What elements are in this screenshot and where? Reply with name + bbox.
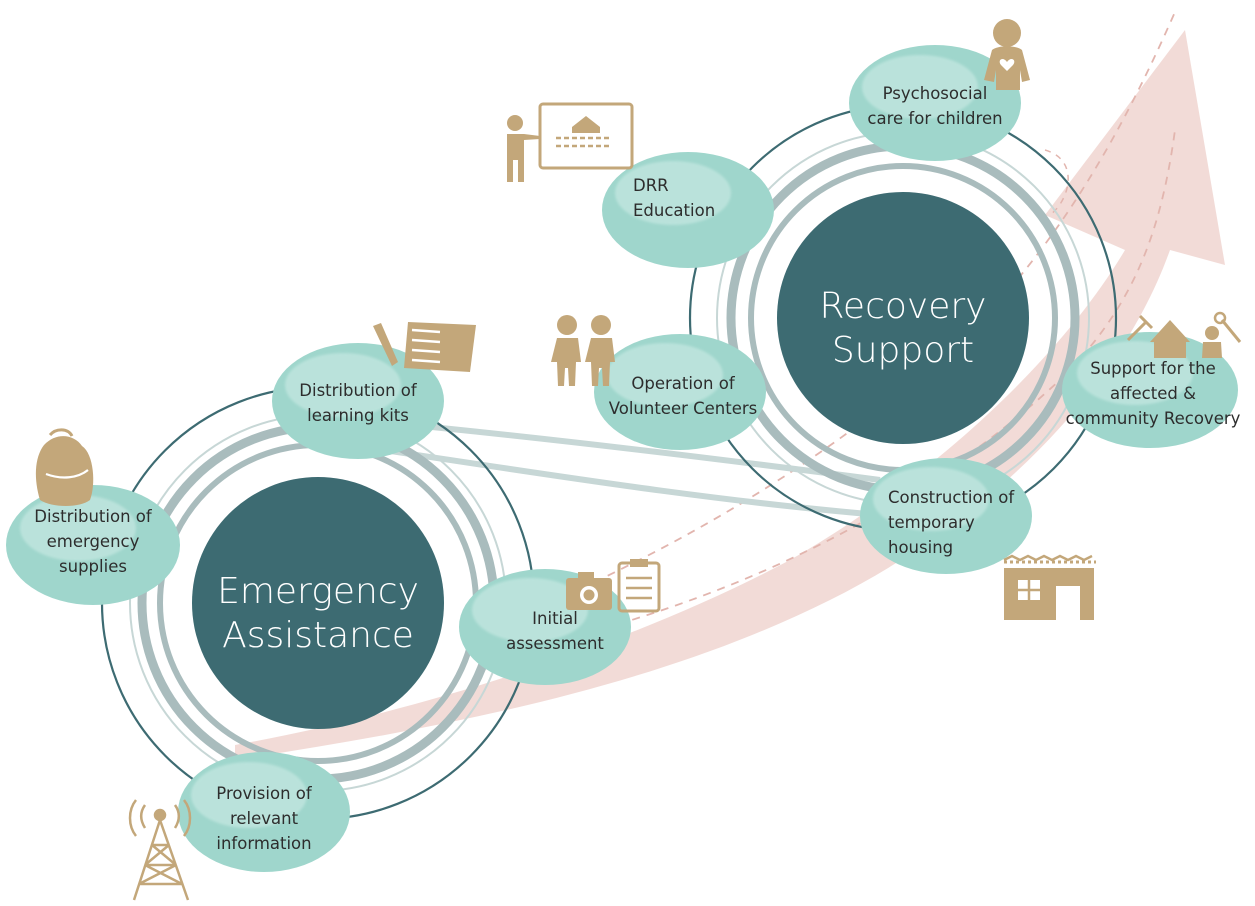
learning-kits-label-line: learning kits xyxy=(307,405,409,425)
drr-education-label-line: DRR xyxy=(633,176,669,195)
initial-assessment-label: Initial assessment xyxy=(485,607,625,657)
teacher-board-icon xyxy=(507,102,634,182)
psychosocial-care-label: Psychosocial care for children xyxy=(855,82,1015,132)
backpack-icon xyxy=(35,428,94,506)
node-emergency-supplies[interactable] xyxy=(6,485,180,605)
volunteer-centers-label: Operation of Volunteer Centers xyxy=(598,372,768,422)
relevant-information-label-line: information xyxy=(216,833,312,853)
psychosocial-care-label-line: Psychosocial xyxy=(882,84,988,103)
child-heart-icon xyxy=(984,19,1030,90)
emergency-hub-label-line: Assistance xyxy=(222,614,414,656)
notebook-pencil-icon xyxy=(373,322,476,372)
house-tools-icon xyxy=(1126,311,1242,358)
community-recovery-label-line: Support for the xyxy=(1090,359,1216,378)
radio-tower-icon xyxy=(128,799,192,901)
node-psychosocial-care[interactable] xyxy=(849,45,1021,161)
emergency-hub-label: Emergency Assistance xyxy=(193,570,443,658)
learning-kits-label: Distribution of learning kits xyxy=(278,379,438,429)
temporary-housing-label-line: temporary xyxy=(888,512,975,532)
temporary-housing-label-line: housing xyxy=(888,537,954,557)
relevant-information-label: Provision of relevant information xyxy=(184,782,344,856)
community-recovery-label-line: affected & xyxy=(1110,383,1196,403)
emergency-supplies-label-line: supplies xyxy=(59,556,127,576)
temporary-housing-label: Construction of temporary housing xyxy=(888,486,1048,560)
node-drr-education[interactable] xyxy=(602,152,774,268)
psychosocial-care-label-line: care for children xyxy=(867,108,1003,128)
node-volunteer-centers[interactable] xyxy=(594,334,766,450)
emergency-supplies-label-line: Distribution of xyxy=(34,507,152,526)
camera-clipboard-icon xyxy=(566,559,661,613)
community-recovery-label-line: community Recovery xyxy=(1065,408,1241,428)
community-recovery-label: Support for the affected & community Rec… xyxy=(1058,357,1248,431)
node-relevant-information[interactable] xyxy=(178,752,350,872)
emergency-supplies-label-line: emergency xyxy=(46,531,140,551)
emergency-supplies-label: Distribution of emergency supplies xyxy=(13,505,173,579)
recovery-hub-label: Recovery Support xyxy=(778,285,1028,373)
emergency-hub-label-line: Emergency xyxy=(217,571,419,612)
relevant-information-label-line: Provision of xyxy=(216,784,312,803)
node-community-recovery[interactable] xyxy=(1062,332,1238,448)
recovery-hub xyxy=(777,192,1029,444)
shelter-icon xyxy=(1003,554,1096,620)
initial-assessment-label-line: assessment xyxy=(506,633,604,653)
temporary-housing-label-line: Construction of xyxy=(888,488,1015,507)
node-learning-kits[interactable] xyxy=(272,343,444,459)
node-temporary-housing[interactable] xyxy=(860,458,1032,574)
relevant-information-label-line: relevant xyxy=(229,808,299,828)
initial-assessment-label-line: Initial xyxy=(532,609,578,628)
volunteer-centers-label-line: Operation of xyxy=(631,374,735,393)
volunteers-icon xyxy=(551,315,615,386)
drr-education-label-line: Education xyxy=(633,200,716,220)
volunteer-centers-label-line: Volunteer Centers xyxy=(608,398,758,418)
recovery-hub-label-line: Recovery xyxy=(819,286,987,327)
recovery-hub-label-line: Support xyxy=(831,329,975,371)
emergency-hub xyxy=(192,477,444,729)
learning-kits-label-line: Distribution of xyxy=(299,381,417,400)
drr-education-label: DRR Education xyxy=(633,174,753,224)
